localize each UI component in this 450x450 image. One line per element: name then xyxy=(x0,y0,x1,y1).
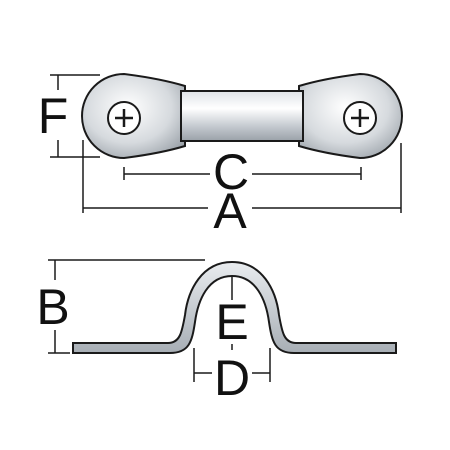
strap-profile xyxy=(72,260,397,354)
label-e: E xyxy=(215,294,248,350)
label-b: B xyxy=(36,279,69,335)
label-f: F xyxy=(38,88,69,144)
label-c: C xyxy=(213,144,249,200)
side-view xyxy=(48,259,397,382)
label-a: A xyxy=(213,183,247,239)
top-view xyxy=(50,72,403,213)
label-d: D xyxy=(214,350,250,406)
strap-bridge xyxy=(180,90,304,142)
screw-head-icon xyxy=(343,101,377,135)
screw-head-icon xyxy=(107,101,141,135)
